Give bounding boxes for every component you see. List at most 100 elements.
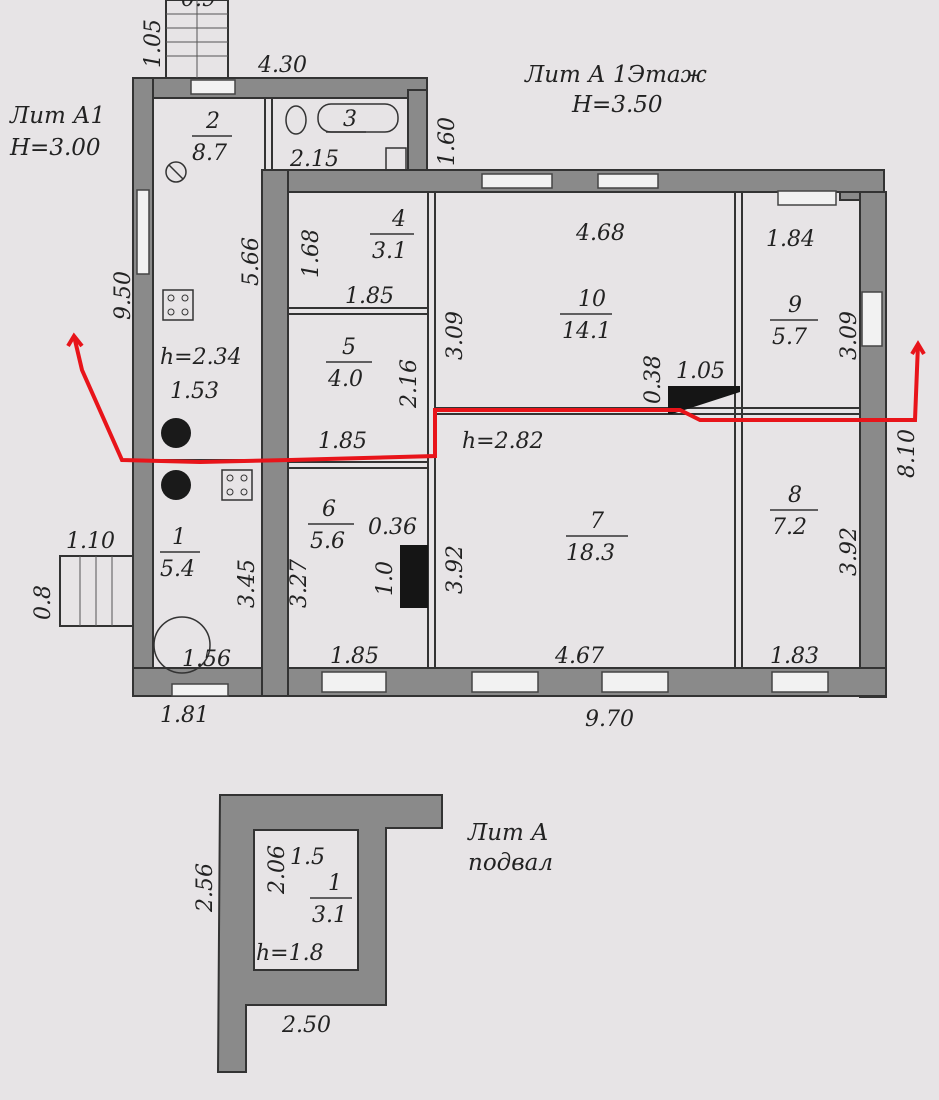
furnace-block bbox=[668, 386, 740, 414]
dim-1-10: 1.10 bbox=[66, 529, 115, 554]
sink-icon bbox=[385, 147, 407, 171]
bathtub-icon bbox=[317, 103, 399, 133]
room-7-area: 18.3 bbox=[566, 541, 615, 566]
window-top-3 bbox=[777, 190, 837, 206]
dim-r4-1-85: 1.85 bbox=[345, 284, 394, 309]
toilet-icon bbox=[285, 105, 307, 135]
dim-basement-h: h=1.8 bbox=[256, 941, 324, 966]
title-lit-a1: Лит А1 bbox=[9, 103, 105, 129]
dim-4-30: 4.30 bbox=[257, 53, 307, 78]
dim-1-84: 1.84 bbox=[766, 227, 815, 252]
dim-1-0: 1.0 bbox=[373, 561, 398, 596]
stairs-top bbox=[165, 0, 229, 79]
room-3-number: 3 bbox=[343, 107, 357, 132]
room-4-area: 3.1 bbox=[372, 239, 407, 264]
dim-h-2-34: h=2.34 bbox=[160, 345, 242, 370]
title-lit-a-floor: Лит А 1Этаж bbox=[524, 62, 707, 88]
dim-2-50: 2.50 bbox=[281, 1013, 331, 1038]
window-right bbox=[861, 291, 883, 347]
stairs-entry bbox=[59, 555, 134, 627]
window-bottom-4 bbox=[771, 671, 829, 693]
room-1-area: 5.4 bbox=[160, 557, 195, 582]
stove-icon bbox=[162, 289, 194, 321]
wall-inner-left bbox=[261, 169, 289, 697]
basement-room-area: 3.1 bbox=[312, 903, 347, 928]
window-bottom-a1 bbox=[171, 683, 229, 697]
windows bbox=[136, 79, 883, 697]
room-6-number: 6 bbox=[322, 497, 336, 522]
room-8-number: 8 bbox=[788, 483, 802, 508]
spiral-stair-icon bbox=[153, 616, 211, 674]
window-left-1 bbox=[136, 189, 150, 275]
room-10-number: 10 bbox=[578, 287, 606, 312]
room-9-number: 9 bbox=[788, 293, 802, 318]
dim-bottom-1-85: 1.85 bbox=[330, 644, 379, 669]
room-2-area: 8.7 bbox=[192, 141, 227, 166]
basement-room-number: 1 bbox=[328, 871, 342, 896]
stove-icon bbox=[221, 469, 253, 501]
room-4-number: 4 bbox=[391, 207, 406, 232]
dim-3-27: 3.27 bbox=[287, 559, 312, 608]
dim-r9-3-09: 3.09 bbox=[837, 311, 862, 360]
dim-0-8: 0.8 bbox=[31, 585, 56, 620]
window-top-1 bbox=[481, 173, 553, 189]
wall-main-top bbox=[261, 169, 885, 193]
room-8-area: 7.2 bbox=[772, 515, 807, 540]
title-basement-sub: подвал bbox=[468, 850, 553, 876]
dim-3-45: 3.45 bbox=[235, 559, 260, 608]
wall-main-right bbox=[859, 191, 887, 698]
dim-9-70: 9.70 bbox=[585, 707, 634, 732]
window-top-a1 bbox=[190, 79, 236, 95]
dim-1-81: 1.81 bbox=[160, 703, 209, 728]
dim-2-06: 2.06 bbox=[265, 845, 290, 895]
dim-2-56: 2.56 bbox=[193, 863, 218, 913]
boiler-icon bbox=[165, 161, 187, 183]
room-9-area: 5.7 bbox=[772, 325, 807, 350]
bathroom-fixtures bbox=[285, 103, 407, 171]
window-top-2 bbox=[597, 173, 659, 189]
dim-r5-1-85: 1.85 bbox=[318, 429, 367, 454]
room-labels: 2 8.7 3 4 3.1 5 4.0 6 5.6 7 18.3 8 7.2 9… bbox=[160, 107, 818, 928]
dim-8-10: 8.10 bbox=[895, 429, 920, 478]
furnace-block bbox=[400, 545, 428, 608]
a1-appliances bbox=[153, 161, 253, 674]
dim-r8-3-92: 3.92 bbox=[837, 527, 862, 576]
dimensions: 4.30 2.15 1.85 4.68 1.84 h=2.34 1.53 1.8… bbox=[66, 0, 819, 1038]
room-2-number: 2 bbox=[205, 109, 220, 134]
dim-2-16: 2.16 bbox=[397, 359, 422, 409]
wall-bath-right bbox=[407, 89, 428, 183]
basement-room bbox=[253, 829, 359, 971]
window-bottom-2 bbox=[471, 671, 539, 693]
room-5-area: 4.0 bbox=[327, 367, 363, 392]
dim-9-50: 9.50 bbox=[111, 271, 136, 320]
wall-a1-left bbox=[132, 77, 154, 697]
window-bottom-1 bbox=[321, 671, 387, 693]
title-lit-a1-height: H=3.00 bbox=[9, 135, 101, 161]
gas-meter-icon bbox=[161, 470, 191, 500]
room-1-number: 1 bbox=[172, 525, 186, 550]
gas-meter-icon bbox=[161, 418, 191, 448]
dim-4-67: 4.67 bbox=[554, 644, 604, 669]
dim-1-83: 1.83 bbox=[770, 644, 819, 669]
dim-1-53: 1.53 bbox=[170, 379, 219, 404]
dim-0-38: 0.38 bbox=[641, 355, 666, 404]
dim-4-68: 4.68 bbox=[575, 221, 625, 246]
dim-1-60: 1.60 bbox=[435, 117, 460, 166]
dimensions-vertical: 1.05 1.60 9.50 5.66 1.68 3.09 3.09 2.16 … bbox=[31, 19, 920, 913]
title-basement: Лит А bbox=[467, 820, 549, 846]
dim-5-66: 5.66 bbox=[239, 237, 264, 286]
lit-a-walls bbox=[132, 169, 887, 698]
dim-1-05-stairs: 1.05 bbox=[141, 19, 166, 68]
wall-a1-top bbox=[132, 77, 428, 99]
dim-h-2-82: h=2.82 bbox=[462, 429, 544, 454]
window-bottom-3 bbox=[601, 671, 669, 693]
dim-2-15: 2.15 bbox=[289, 147, 339, 172]
dim-r10-3-09: 3.09 bbox=[443, 311, 468, 360]
basement-walls bbox=[216, 794, 443, 1073]
dim-1-68: 1.68 bbox=[299, 229, 324, 278]
room-5-number: 5 bbox=[342, 335, 356, 360]
dim-1-56: 1.56 bbox=[182, 647, 231, 672]
dim-r7-3-92: 3.92 bbox=[443, 545, 468, 594]
dim-0-9: 0.9 bbox=[181, 0, 216, 12]
